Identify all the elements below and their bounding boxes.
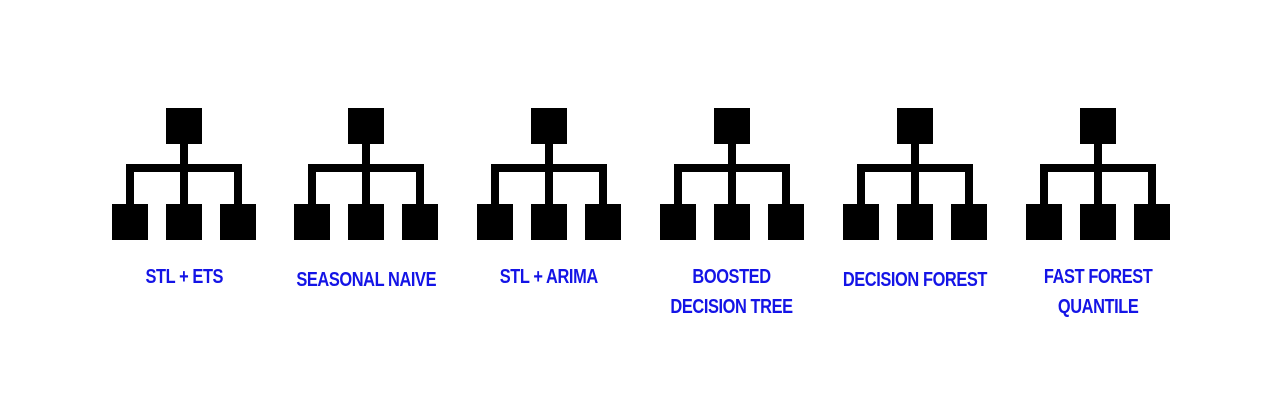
- model-label: BOOSTED DECISION TREE: [670, 262, 794, 322]
- model-stl-ets: STL + ETS: [94, 108, 274, 292]
- model-label: SEASONAL NAIVE: [296, 265, 436, 295]
- model-label-line1: STL + ETS: [145, 266, 223, 288]
- model-label-line1: DECISION FOREST: [842, 269, 988, 291]
- model-label: FAST FOREST QUANTILE: [1043, 262, 1153, 322]
- hierarchy-tree-icon: [294, 108, 438, 242]
- model-label-line1: STL + ARIMA: [499, 266, 598, 288]
- model-label-line1: BOOSTED: [692, 266, 772, 288]
- hierarchy-tree-icon: [112, 108, 256, 242]
- hierarchy-tree-icon: [477, 108, 621, 242]
- model-label-line1: FAST FOREST: [1043, 266, 1153, 288]
- model-label-line2: DECISION TREE: [670, 296, 794, 318]
- model-boosted-decision-tree: BOOSTED DECISION TREE: [642, 108, 822, 322]
- hierarchy-tree-icon: [660, 108, 804, 242]
- model-decision-forest: DECISION FOREST: [825, 108, 1005, 295]
- model-label-line2: QUANTILE: [1057, 296, 1139, 318]
- model-seasonal-naive: SEASONAL NAIVE: [276, 108, 456, 295]
- model-label-line1: SEASONAL NAIVE: [296, 269, 436, 291]
- model-label: STL + ETS: [145, 262, 223, 292]
- model-fast-forest-quantile: FAST FOREST QUANTILE: [1008, 108, 1188, 322]
- hierarchy-tree-icon: [843, 108, 987, 242]
- model-label: STL + ARIMA: [500, 262, 598, 292]
- hierarchy-tree-icon: [1026, 108, 1170, 242]
- model-label: DECISION FOREST: [842, 265, 988, 295]
- model-stl-arima: STL + ARIMA: [459, 108, 639, 292]
